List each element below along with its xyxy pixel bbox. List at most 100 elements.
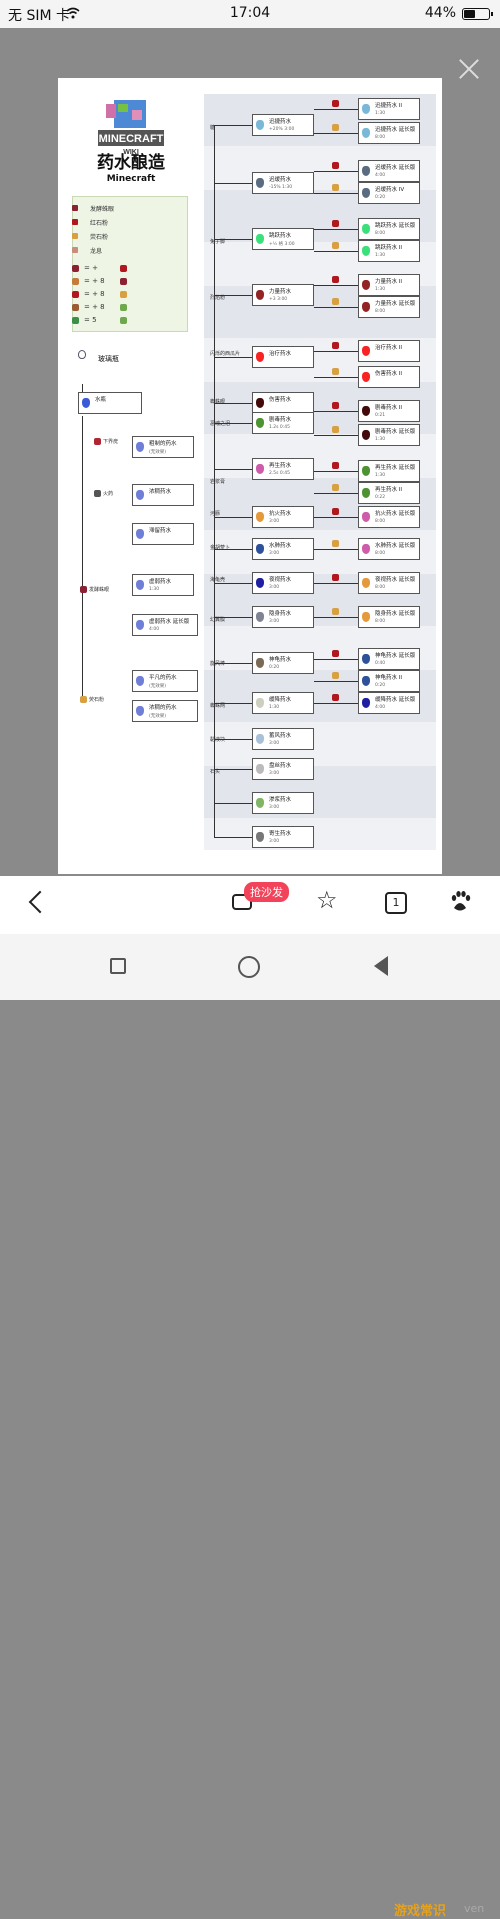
watermark: 游戏常识 [394,1904,447,1919]
potion-effect: 1:30 [375,111,386,116]
ingredient-label: 兔子脚 [210,238,225,245]
clock: 17:04 [229,5,271,21]
back-icon[interactable] [28,890,52,914]
potion-effect: 8:00 [375,585,386,590]
potion-name: 浓稠的药水 [149,705,177,711]
potion-icon [362,246,370,256]
reagent-icon [332,650,339,657]
reagent-icon [332,100,339,107]
ingredient-name: 海龟壳 [210,577,226,583]
ingredient-label: 旋风棒 [210,660,225,667]
ingredient-label: 金胡萝卜 [210,544,230,551]
potion-effect: 0:20 [375,683,386,688]
potion-name: 寄生药水 [269,831,292,837]
connector-line [314,133,358,134]
connector-line [214,617,252,618]
baidu-paw-icon[interactable] [448,890,472,914]
reagent-icon [332,484,339,491]
reagent-icon [332,508,339,515]
left-potion-box: 粗制的药水(无效果) [132,436,194,458]
left-potion-box: 水瓶 [78,392,142,414]
potion-icon [362,346,370,356]
reagent-icon [332,402,339,409]
potion-name: 再生药水 延长版 [375,465,416,471]
connector-line [314,251,358,252]
potion-effect: 1:30 [375,253,386,258]
potion-icon [362,612,370,622]
connector-line [314,517,358,518]
potion-name: 水肺药水 [269,543,292,549]
connector-line [214,549,252,550]
ingredient-label: 黏液块 [210,736,225,743]
ingredient-name: 黏液块 [210,737,226,743]
formula-text: = + 8 [84,290,105,298]
connector-line [214,703,252,704]
ingredient-icon [120,304,127,311]
potion-name: 再生药水 [269,463,292,469]
home-icon[interactable] [238,956,260,978]
potion-effect: 4:00 [375,173,386,178]
ingredient-icon [72,317,79,324]
potion-icon [256,178,264,188]
potion-icon [362,466,370,476]
potion-name: 跳跃药水 延长版 [375,223,416,229]
connector-line [82,416,83,696]
potion-icon [256,698,264,708]
right-potion-box: 神龟药水 II 0:20 [358,670,420,692]
connector-line [314,411,358,412]
potion-icon [136,529,144,539]
ingredient-icon [72,304,79,311]
ingredient-name: 蜘蛛眼 [210,399,226,405]
connector-line [314,493,358,494]
potion-effect: +½ 格 3:00 [269,242,295,247]
ingredient-label: 荧石粉 [80,696,104,703]
ingredient-name: 闪烁的西瓜片 [210,351,241,357]
connector-line [314,171,358,172]
potion-name: 虚弱药水 [149,579,172,585]
recents-icon[interactable] [110,958,126,974]
ingredient-icon [120,291,127,298]
battery-fill [464,10,475,18]
ingredient-name: 蜘蛛网 [210,703,226,709]
potion-icon [362,578,370,588]
ingredient-name: 河豚 [210,511,221,517]
middle-potion-box: 治疗药水 [252,346,314,368]
page-count-icon[interactable]: 1 [385,892,407,914]
potion-effect: (无效果) [149,450,167,455]
comment-icon[interactable] [232,894,252,910]
potion-icon [136,620,144,630]
ingredient-icon [72,278,79,285]
wifi-icon [66,7,80,19]
connector-line [214,663,252,664]
potion-icon [256,120,264,130]
potion-effect: 3:00 [269,551,280,556]
reagent-icon [332,184,339,191]
ingredient-icon [120,278,127,285]
potion-icon [362,224,370,234]
potion-icon [362,166,370,176]
potion-icon [256,512,264,522]
glass-bottle-label: 玻璃瓶 [98,355,119,363]
connector-line [314,435,358,436]
reagent-icon [332,162,339,169]
potion-effect: 4:00 [149,627,160,632]
comment-badge[interactable]: 抢沙发 [244,882,289,902]
potion-name: 神龟药水 II [375,675,402,681]
potion-effect: 1:30 [375,287,386,292]
ingredient-icon [120,265,127,272]
potion-name: 力量药水 延长版 [375,301,416,307]
right-potion-box: 伤害药水 II [358,366,420,388]
system-back-icon[interactable] [374,956,388,976]
potion-effect: 8:00 [375,519,386,524]
close-icon[interactable] [456,56,482,82]
potion-name: 再生药水 II [375,487,402,493]
star-icon[interactable]: ☆ [316,886,338,914]
